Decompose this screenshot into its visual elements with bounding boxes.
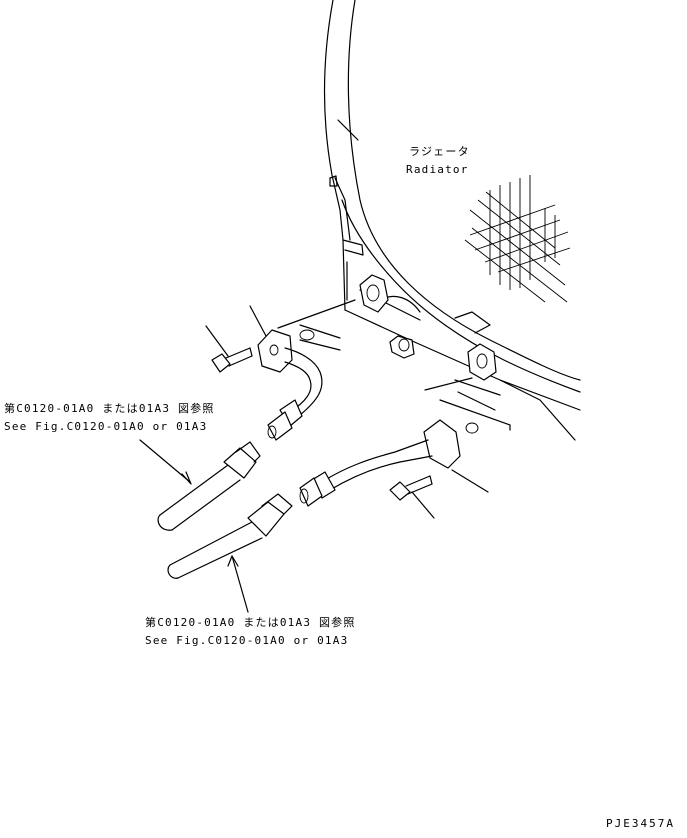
upper-bolt (211, 347, 253, 373)
radiator-flange-lower (467, 343, 497, 381)
reference-upper-jp: 第C0120-01A0 または01A3 図参照 (4, 402, 215, 415)
lower-hose (167, 493, 293, 579)
reference-upper-en: See Fig.C0120-01A0 or 01A3 (4, 420, 208, 433)
upper-pipe-assembly (257, 329, 323, 441)
radiator-core-grid (464, 175, 571, 303)
upper-hose (157, 441, 261, 531)
figure-code: PJE3457A (606, 817, 675, 830)
gasket-guides (277, 299, 511, 434)
lower-pipe-assembly (299, 419, 461, 507)
lower-bolt (389, 475, 433, 501)
radiator-label-en: Radiator (406, 163, 469, 176)
reference-lower-en: See Fig.C0120-01A0 or 01A3 (145, 634, 349, 647)
radiator-flange-upper (359, 274, 389, 313)
radiator-frame (324, 0, 581, 441)
radiator-label-jp: ラジェータ (409, 145, 470, 158)
mounting-boss (389, 335, 415, 359)
leader-lines (139, 305, 489, 613)
reference-lower-jp: 第C0120-01A0 または01A3 図参照 (145, 616, 356, 629)
